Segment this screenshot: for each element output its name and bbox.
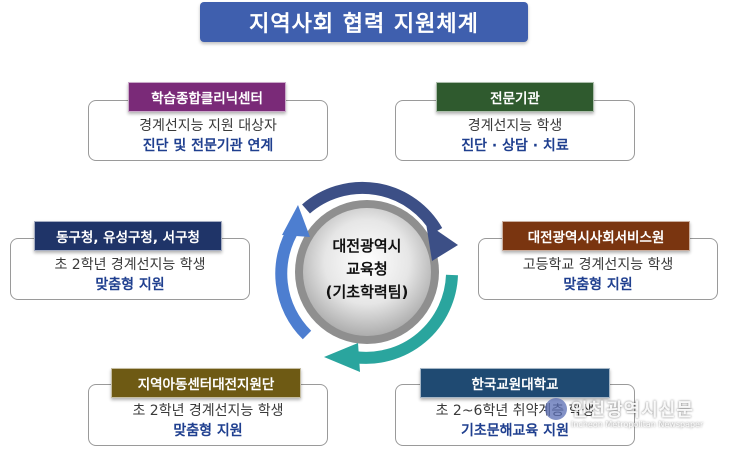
arrow-top-arc	[302, 181, 443, 235]
node-learning-clinic-tag: 학습종합클리닉센터	[128, 82, 286, 112]
arrow-bottom-arc	[353, 274, 458, 364]
center-label-line1: 대전광역시	[332, 237, 401, 255]
watermark-sub: Incheon Metropolitan Newspaper	[571, 420, 704, 429]
node-knue-service: 기초문해교육 지원	[461, 423, 569, 439]
node-children-center-service: 맞춤형 지원	[173, 423, 243, 439]
watermark-name: 인천광역시신문	[571, 400, 694, 421]
center-label-line2: 교육청	[346, 260, 387, 278]
cycle-diagram: 대전광역시 교육청 (기초학력팀)	[275, 181, 458, 372]
node-specialist-service: 진단 · 상담 · 치료	[461, 138, 569, 154]
node-social-service-service: 맞춤형 지원	[563, 277, 633, 293]
center-label-line3: (기초학력팀)	[326, 283, 409, 301]
node-children-center-tag: 지역아동센터대전지원단	[111, 368, 301, 398]
arrow-head-left	[282, 205, 310, 237]
arrow-head-bottom	[324, 343, 360, 372]
title-text: 지역사회 협력 지원체계	[249, 12, 479, 37]
node-district-offices-desc: 초 2학년 경계선지능 학생	[54, 257, 206, 273]
node-district-offices-service: 맞춤형 지원	[95, 277, 165, 293]
node-learning-clinic-service: 진단 및 전문기관 연계	[142, 138, 274, 154]
newspaper-watermark: 인천광역시신문 Incheon Metropolitan Newspaper	[545, 396, 720, 436]
arrow-left-arc	[275, 223, 312, 340]
arrow-head-right	[426, 223, 458, 261]
node-district-offices-tag: 동구청, 유성구청, 서구청	[34, 221, 222, 251]
node-learning-clinic-desc: 경계선지능 지원 대상자	[139, 118, 277, 134]
node-specialist-tag: 전문기관	[436, 82, 594, 112]
center-disc	[303, 208, 431, 336]
diagram-title: 지역사회 협력 지원체계	[200, 2, 528, 42]
node-children-center-desc: 초 2학년 경계선지능 학생	[132, 403, 284, 419]
node-knue-tag: 한국교원대학교	[420, 368, 610, 398]
node-specialist-desc: 경계선지능 학생	[467, 118, 563, 134]
node-social-service-tag: 대전광역시사회서비스원	[502, 221, 690, 251]
node-social-service-desc: 고등학교 경계선지능 학생	[522, 257, 674, 273]
watermark-logo-icon	[545, 398, 567, 420]
